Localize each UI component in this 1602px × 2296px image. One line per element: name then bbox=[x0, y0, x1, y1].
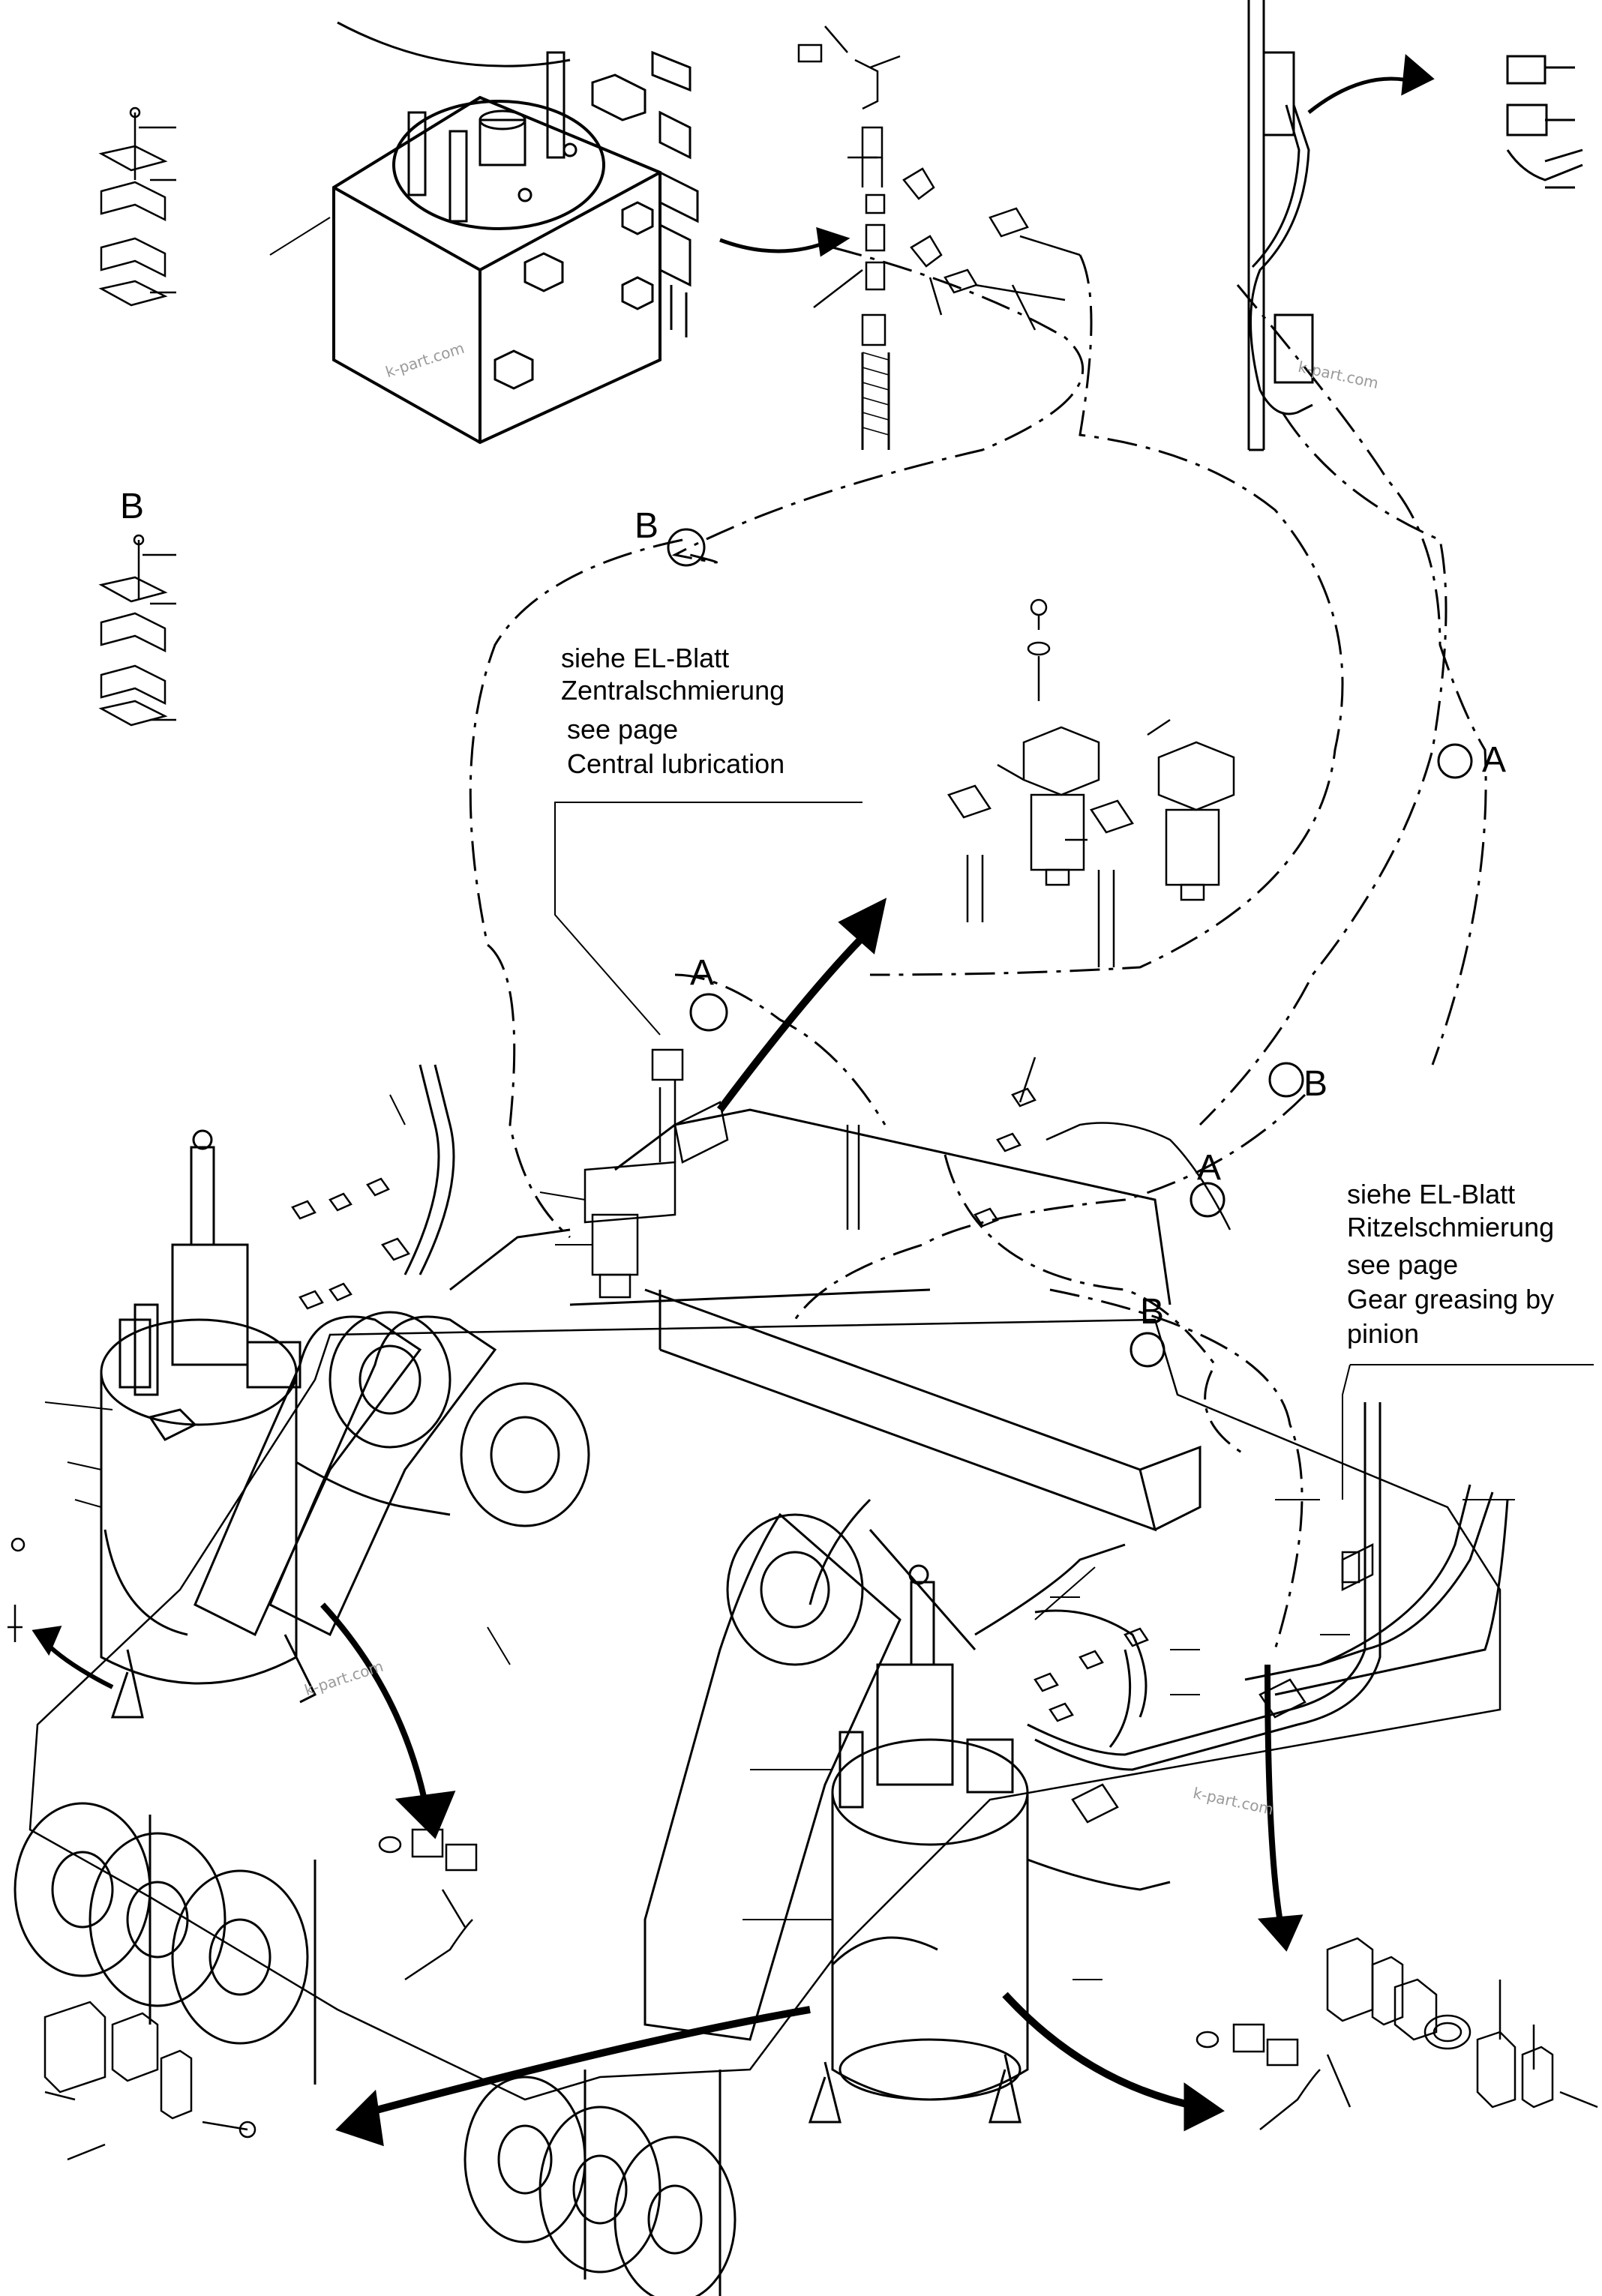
marker-a-mid: A bbox=[1197, 1148, 1222, 1188]
clamp-set-bottom-left bbox=[8, 1537, 256, 2161]
hose-lines bbox=[296, 1064, 1509, 1891]
marker-a-right: A bbox=[1482, 740, 1507, 780]
note-central-line3: see page bbox=[567, 714, 679, 745]
note-leader-lines bbox=[554, 802, 1594, 1500]
marker-b-mid: B bbox=[1140, 1292, 1165, 1332]
lubrication-pump-right bbox=[808, 1564, 1029, 2124]
clamp-set-top-left bbox=[98, 106, 176, 307]
note-gear-line5: pinion bbox=[1347, 1318, 1420, 1349]
note-gear-line3: see page bbox=[1347, 1249, 1459, 1280]
clamp-set-b bbox=[98, 534, 176, 727]
reference-leaders bbox=[44, 1094, 1515, 1980]
marker-b-right: B bbox=[1304, 1064, 1328, 1104]
routing-dashed-lines bbox=[469, 246, 1487, 1650]
fittings-bottom-center bbox=[378, 1828, 1352, 2130]
chassis bbox=[14, 1108, 1502, 2296]
note-central-line2: Zentralschmierung bbox=[561, 675, 785, 706]
note-central-line4: Central lubrication bbox=[567, 748, 785, 779]
small-fittings bbox=[291, 1057, 1374, 1824]
distributor-valve bbox=[584, 1048, 860, 1299]
note-gear-line2: Ritzelschmierung bbox=[1347, 1212, 1555, 1242]
marker-a-center: A bbox=[690, 953, 715, 993]
arrows-bottom bbox=[32, 1602, 1304, 2147]
clamp-set-bottom-right bbox=[1326, 1937, 1598, 2109]
filter-assembly bbox=[947, 598, 1235, 967]
marker-b-top: B bbox=[634, 506, 659, 546]
note-gear-line1: siehe EL-Blatt bbox=[1347, 1179, 1516, 1209]
note-gear-line4: Gear greasing by bbox=[1347, 1284, 1555, 1314]
lubrication-pump-left bbox=[100, 1129, 317, 1719]
note-central-line1: siehe EL-Blatt bbox=[561, 643, 730, 673]
marker-b-left: B bbox=[120, 487, 145, 526]
arrow-central bbox=[717, 898, 887, 1113]
mast-detail-top-right bbox=[1247, 0, 1583, 451]
fitting-assembly-top bbox=[797, 25, 1081, 450]
pump-block-detail bbox=[269, 21, 850, 445]
